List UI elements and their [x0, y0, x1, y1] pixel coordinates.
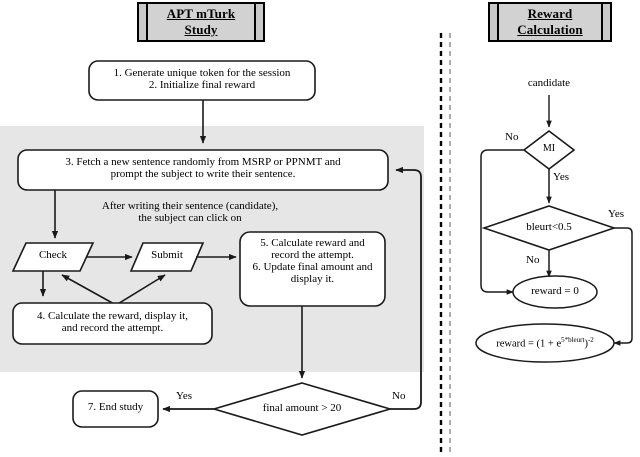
left-title-line2: Study: [184, 22, 218, 37]
formula-power: -2: [587, 336, 594, 344]
reward-formula-shape: [475, 323, 615, 363]
step5-line1: 5. Calculate reward and: [260, 237, 365, 249]
click-caption-text: After writing their sentence (candidate)…: [60, 200, 320, 224]
step5-line2: record the attempt.: [271, 249, 354, 261]
step4-line2: and record the attempt.: [61, 322, 164, 334]
reward-zero-text: reward = 0: [531, 285, 579, 297]
mi-no-label: No: [505, 131, 519, 143]
left-title-plaque: APT mTurk Study: [137, 2, 265, 42]
check-label-text: Check: [38, 249, 68, 261]
init-line1: 1. Generate unique token for the session: [113, 67, 291, 79]
mi-decision-label: MI: [524, 143, 574, 154]
final-decision-text: final amount > 20: [262, 402, 342, 414]
final-yes-label: Yes: [176, 390, 193, 402]
bleurt-no-label: No: [526, 254, 540, 266]
candidate-text: candidate: [527, 77, 571, 89]
bleurt-yes-label: Yes: [608, 208, 625, 220]
step4-line1: 4. Calculate the reward, display it,: [37, 310, 188, 322]
caption-line2: the subject can click on: [138, 212, 242, 224]
right-title-line1: Reward: [527, 6, 573, 21]
formula-mid: ): [584, 338, 588, 350]
end-study-box-shape: [72, 390, 159, 428]
step4-box-text: 4. Calculate the reward, display it, and…: [13, 310, 212, 334]
init-box-shape: [88, 60, 316, 101]
step5-line4: display it.: [290, 273, 335, 285]
final-decision-shape: [211, 382, 393, 436]
bleurt-text: bleurt<0.5: [526, 221, 572, 233]
end-study-label: 7. End study: [73, 401, 158, 413]
right-title-line2: Calculation: [517, 22, 583, 37]
fetch-box-shape: [17, 149, 389, 191]
step5-box-shape: [239, 231, 386, 307]
step5-box-text: 5. Calculate reward and record the attem…: [240, 237, 385, 285]
caption-line1: After writing their sentence (candidate)…: [101, 200, 279, 212]
init-box-text: 1. Generate unique token for the session…: [89, 67, 315, 91]
candidate-input-label: candidate: [499, 77, 599, 89]
right-title-plaque: Reward Calculation: [488, 2, 612, 42]
init-line2: 2. Initialize final reward: [148, 79, 256, 91]
step5-line3: 6. Update final amount and: [252, 261, 373, 273]
check-node-label: Check: [13, 249, 93, 261]
formula-exponent: 5*bleurt: [561, 336, 585, 344]
final-no-label: No: [392, 390, 406, 402]
fetch-line2: prompt the subject to write their senten…: [110, 168, 296, 180]
reward-zero-shape: [512, 275, 598, 309]
formula-prefix: reward = (1 + e: [496, 338, 562, 350]
reward-zero-label: reward = 0: [513, 285, 597, 297]
submit-label-text: Submit: [151, 249, 183, 261]
mi-text: MI: [542, 143, 556, 154]
fetch-box-text: 3. Fetch a new sentence randomly from MS…: [18, 156, 388, 180]
submit-node-shape: [129, 242, 205, 272]
bleurt-decision-label: bleurt<0.5: [499, 221, 599, 233]
submit-node-label: Submit: [131, 249, 203, 261]
final-decision-label: final amount > 20: [222, 402, 382, 414]
mi-yes-label: Yes: [553, 171, 570, 183]
reward-formula-label: reward = (1 + e5*bleurt)-2: [476, 336, 614, 350]
check-node-shape: [11, 242, 95, 272]
end-study-text: 7. End study: [87, 401, 144, 413]
left-title-line1: APT mTurk: [166, 6, 236, 21]
fetch-line1: 3. Fetch a new sentence randomly from MS…: [65, 156, 341, 168]
step4-box-shape: [12, 302, 213, 345]
